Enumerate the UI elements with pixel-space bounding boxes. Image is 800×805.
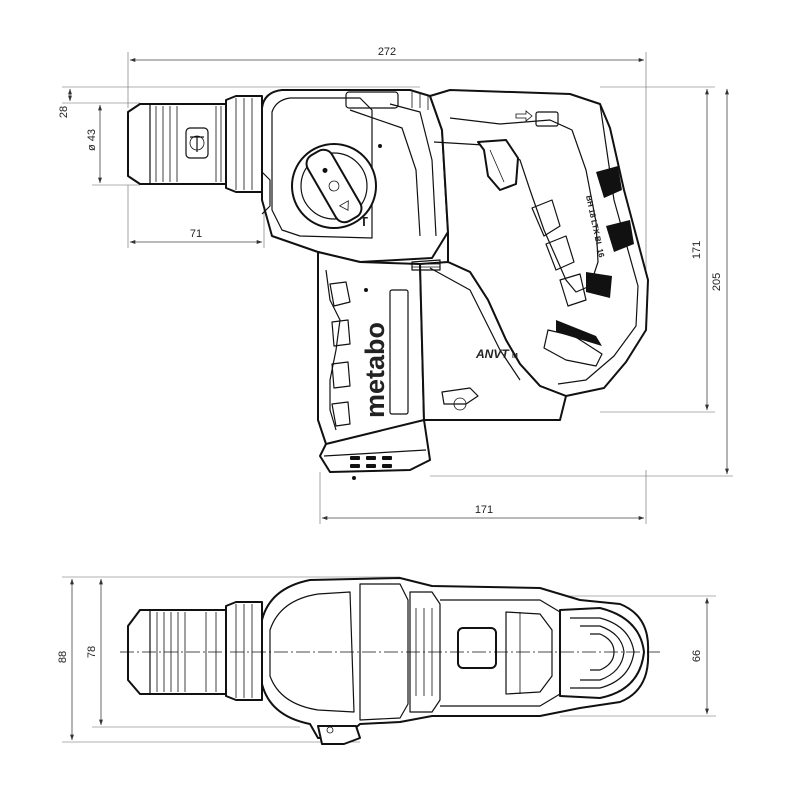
dimension-overall-width: 88	[57, 576, 400, 743]
drill-side-view: T BH 18 LTX BL 16	[127, 89, 649, 480]
dimension-body-height: 171	[600, 86, 715, 413]
overall-width-label: 88	[57, 651, 69, 663]
mode-symbol: T	[360, 214, 368, 229]
drill-top-view	[120, 577, 660, 745]
dimension-rear-width: 66	[560, 595, 716, 717]
dimension-chuck-diameter: ø 43	[86, 104, 140, 186]
body-height-label: 171	[691, 241, 703, 259]
rear-width-label: 66	[691, 650, 703, 662]
brand-logo: metabo	[360, 322, 390, 418]
chuck-diameter-label: ø 43	[86, 129, 98, 151]
rear-handle	[429, 89, 649, 397]
dimension-overall-height: 205	[430, 88, 733, 477]
dimension-chuck-top-offset: 28	[58, 86, 420, 118]
mode-selector-dial[interactable]	[291, 143, 377, 229]
battery-label: ANVT	[475, 347, 510, 361]
dimension-chuck-length: 71	[127, 185, 265, 248]
top-chuck	[127, 601, 263, 701]
body-width-label: 78	[86, 646, 98, 658]
dimension-base-length: 171	[319, 470, 647, 524]
battery-pack	[319, 259, 567, 480]
overall-length-label: 272	[378, 46, 396, 58]
chuck-length-label: 71	[190, 228, 202, 240]
battery-label-sub: M	[512, 353, 518, 360]
overall-height-label: 205	[711, 273, 723, 291]
chuck	[127, 95, 263, 193]
base-length-label: 171	[475, 504, 493, 516]
chuck-top-offset-label: 28	[58, 106, 70, 118]
top-body	[261, 577, 650, 745]
dimension-body-width: 78	[86, 578, 300, 728]
